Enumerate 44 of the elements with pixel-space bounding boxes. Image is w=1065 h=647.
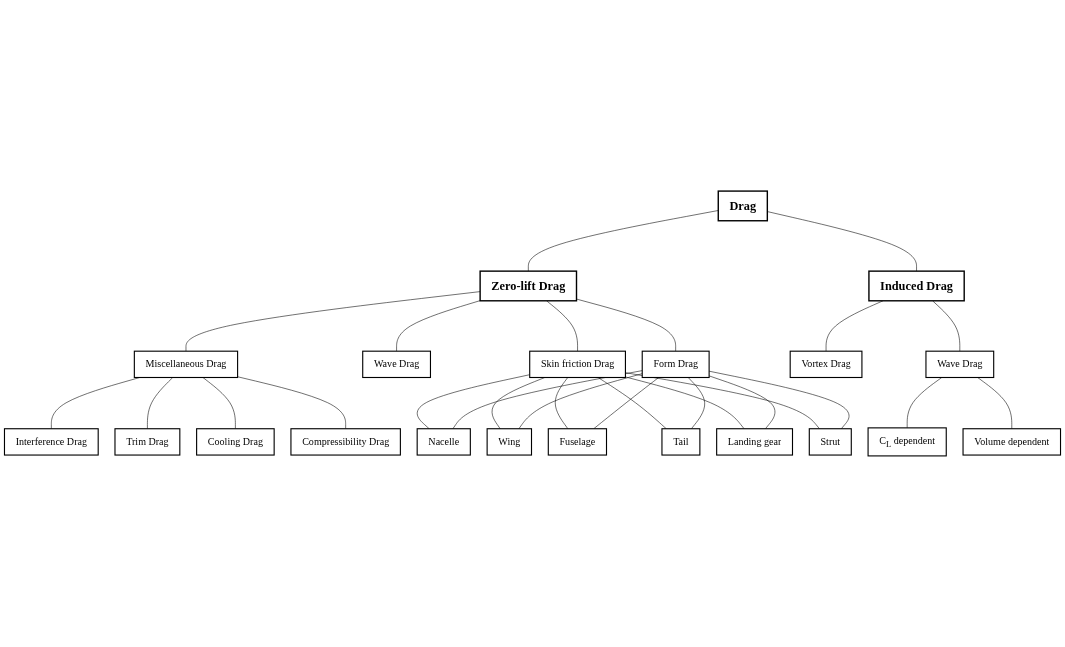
connector (708, 370, 850, 429)
connector (767, 211, 917, 272)
node-box: Wave Drag (362, 350, 431, 379)
connector (452, 370, 643, 429)
node-box: Miscellaneous Drag (133, 350, 239, 379)
connector (546, 300, 578, 352)
node-box: Wing (486, 428, 533, 456)
connector (825, 300, 884, 352)
connector (528, 210, 719, 272)
connector (554, 377, 569, 429)
connector (932, 300, 961, 352)
node-box: Interference Drag (3, 428, 99, 456)
node-box: Volume dependent (962, 428, 1062, 456)
node-box: Strut (808, 428, 852, 456)
connector (708, 375, 776, 429)
node-box: Tail (661, 428, 701, 456)
node-box: Nacelle (416, 428, 471, 456)
node-box: Form Drag (641, 350, 710, 379)
node-box: Skin friction Drag (529, 350, 626, 379)
connector (597, 377, 667, 429)
connector (202, 377, 236, 429)
node-box: Wave Drag (925, 350, 995, 379)
node-box: Induced Drag (868, 270, 965, 302)
connector (396, 300, 481, 352)
node-box: Fuselage (547, 428, 608, 456)
connector (416, 374, 530, 429)
connector (625, 372, 820, 429)
node-box: Drag (717, 190, 769, 222)
node-box: Landing gear (716, 428, 794, 456)
connector (977, 377, 1013, 429)
connector (185, 291, 481, 352)
connector (518, 373, 643, 429)
connector (576, 298, 676, 352)
connector (906, 377, 943, 429)
node-box: Trim Drag (114, 428, 181, 456)
node-box: Compressibility Drag (290, 428, 401, 456)
node-box: Vortex Drag (789, 350, 863, 379)
connector (593, 377, 659, 429)
node-box: Zero-lift Drag (479, 270, 578, 302)
connector (147, 377, 173, 429)
connector (687, 377, 705, 429)
connector (237, 376, 346, 429)
node-box: C$_{L}$ dependent (867, 427, 947, 457)
node-box: Cooling Drag (196, 428, 275, 456)
